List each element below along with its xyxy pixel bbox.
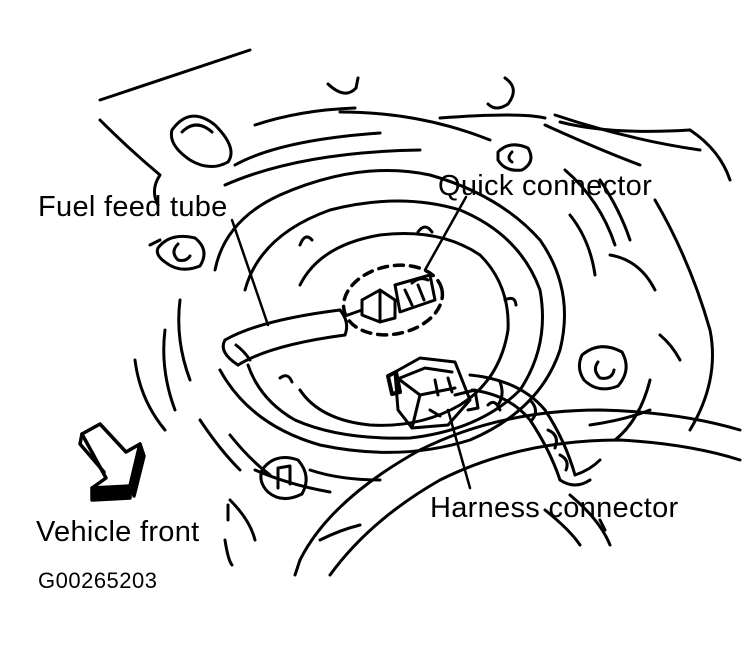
vehicle-front-label: Vehicle front bbox=[36, 516, 200, 548]
leader-lines bbox=[230, 195, 472, 490]
harness-connector bbox=[386, 356, 480, 430]
fuel-feed-tube bbox=[221, 308, 349, 367]
fuel-feed-tube-leader bbox=[230, 218, 270, 327]
quick-connector-highlight bbox=[341, 263, 445, 337]
wiring-harness bbox=[468, 373, 602, 487]
mounting-bosses bbox=[155, 114, 628, 500]
tank-lower-contour bbox=[298, 408, 742, 577]
quick-connector-leader bbox=[423, 195, 468, 272]
fuel-feed-tube-label: Fuel feed tube bbox=[38, 191, 228, 223]
harness-connector-leader bbox=[446, 408, 472, 490]
quick-connector bbox=[343, 273, 437, 324]
vehicle-front-arrow-icon bbox=[78, 422, 146, 502]
body-contour-lines bbox=[98, 48, 732, 577]
harness-connector-label: Harness connector bbox=[430, 492, 679, 524]
figure-code: G00265203 bbox=[38, 568, 158, 593]
quick-connector-label: Quick connector bbox=[438, 170, 653, 202]
pump-flange bbox=[213, 169, 566, 454]
